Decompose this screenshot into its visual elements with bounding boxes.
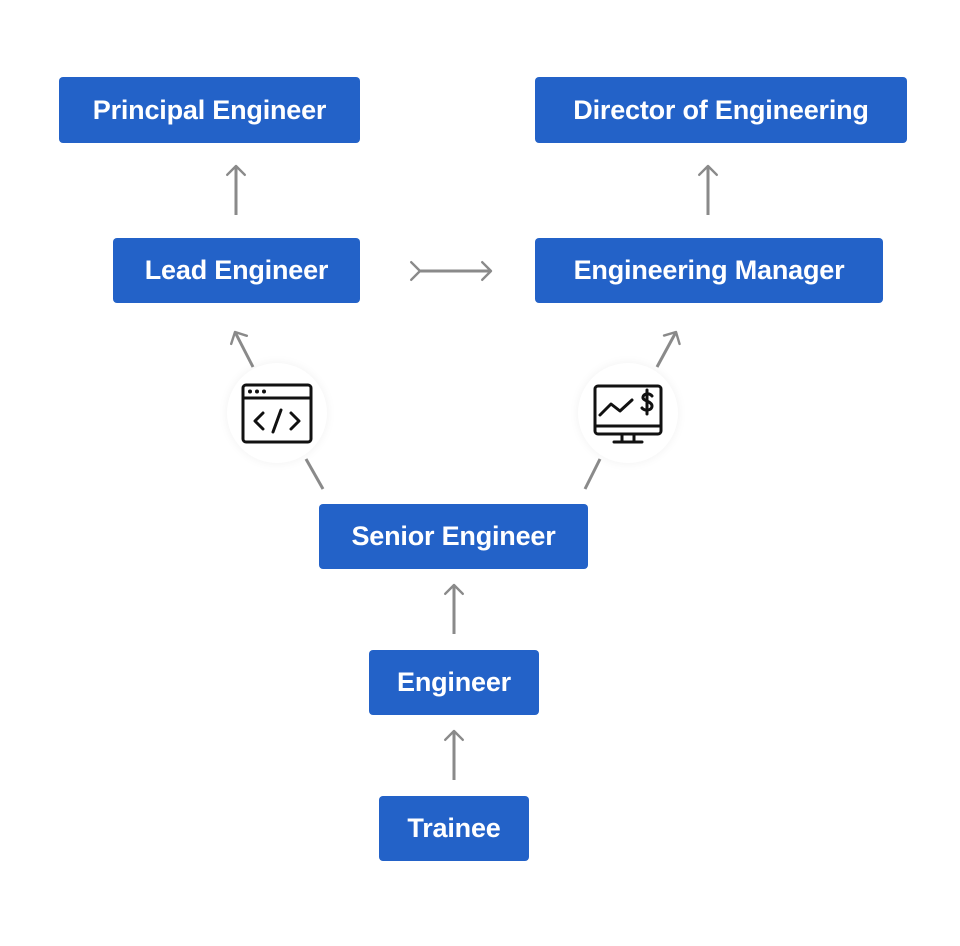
- node-label: Director of Engineering: [573, 94, 869, 125]
- node-label: Principal Engineer: [92, 94, 327, 125]
- node-lead-engineer: Lead Engineer: [113, 238, 360, 303]
- node-principal-engineer: Principal Engineer: [59, 77, 360, 143]
- arrow-senior-to-manager-upper: [655, 330, 681, 368]
- node-senior-engineer: Senior Engineer: [319, 504, 588, 569]
- node-label: Engineer: [397, 667, 511, 697]
- node-label: Engineering Manager: [573, 255, 845, 285]
- arrow-senior-to-lead-lower: [304, 458, 325, 490]
- node-label: Lead Engineer: [144, 255, 329, 285]
- node-label: Senior Engineer: [351, 521, 556, 551]
- node-trainee: Trainee: [379, 796, 529, 861]
- technical-track-badge: [227, 363, 327, 463]
- node-engineer: Engineer: [369, 650, 539, 715]
- monitor-dollar-chart-icon: [593, 384, 663, 444]
- node-engineering-manager: Engineering Manager: [535, 238, 883, 303]
- code-window-icon: [241, 383, 313, 444]
- arrow-senior-to-manager-lower: [583, 458, 602, 490]
- arrow-senior-to-lead-upper: [229, 330, 255, 368]
- node-label: Trainee: [407, 813, 501, 843]
- node-director-of-engineering: Director of Engineering: [535, 77, 907, 143]
- management-track-badge: [578, 363, 678, 463]
